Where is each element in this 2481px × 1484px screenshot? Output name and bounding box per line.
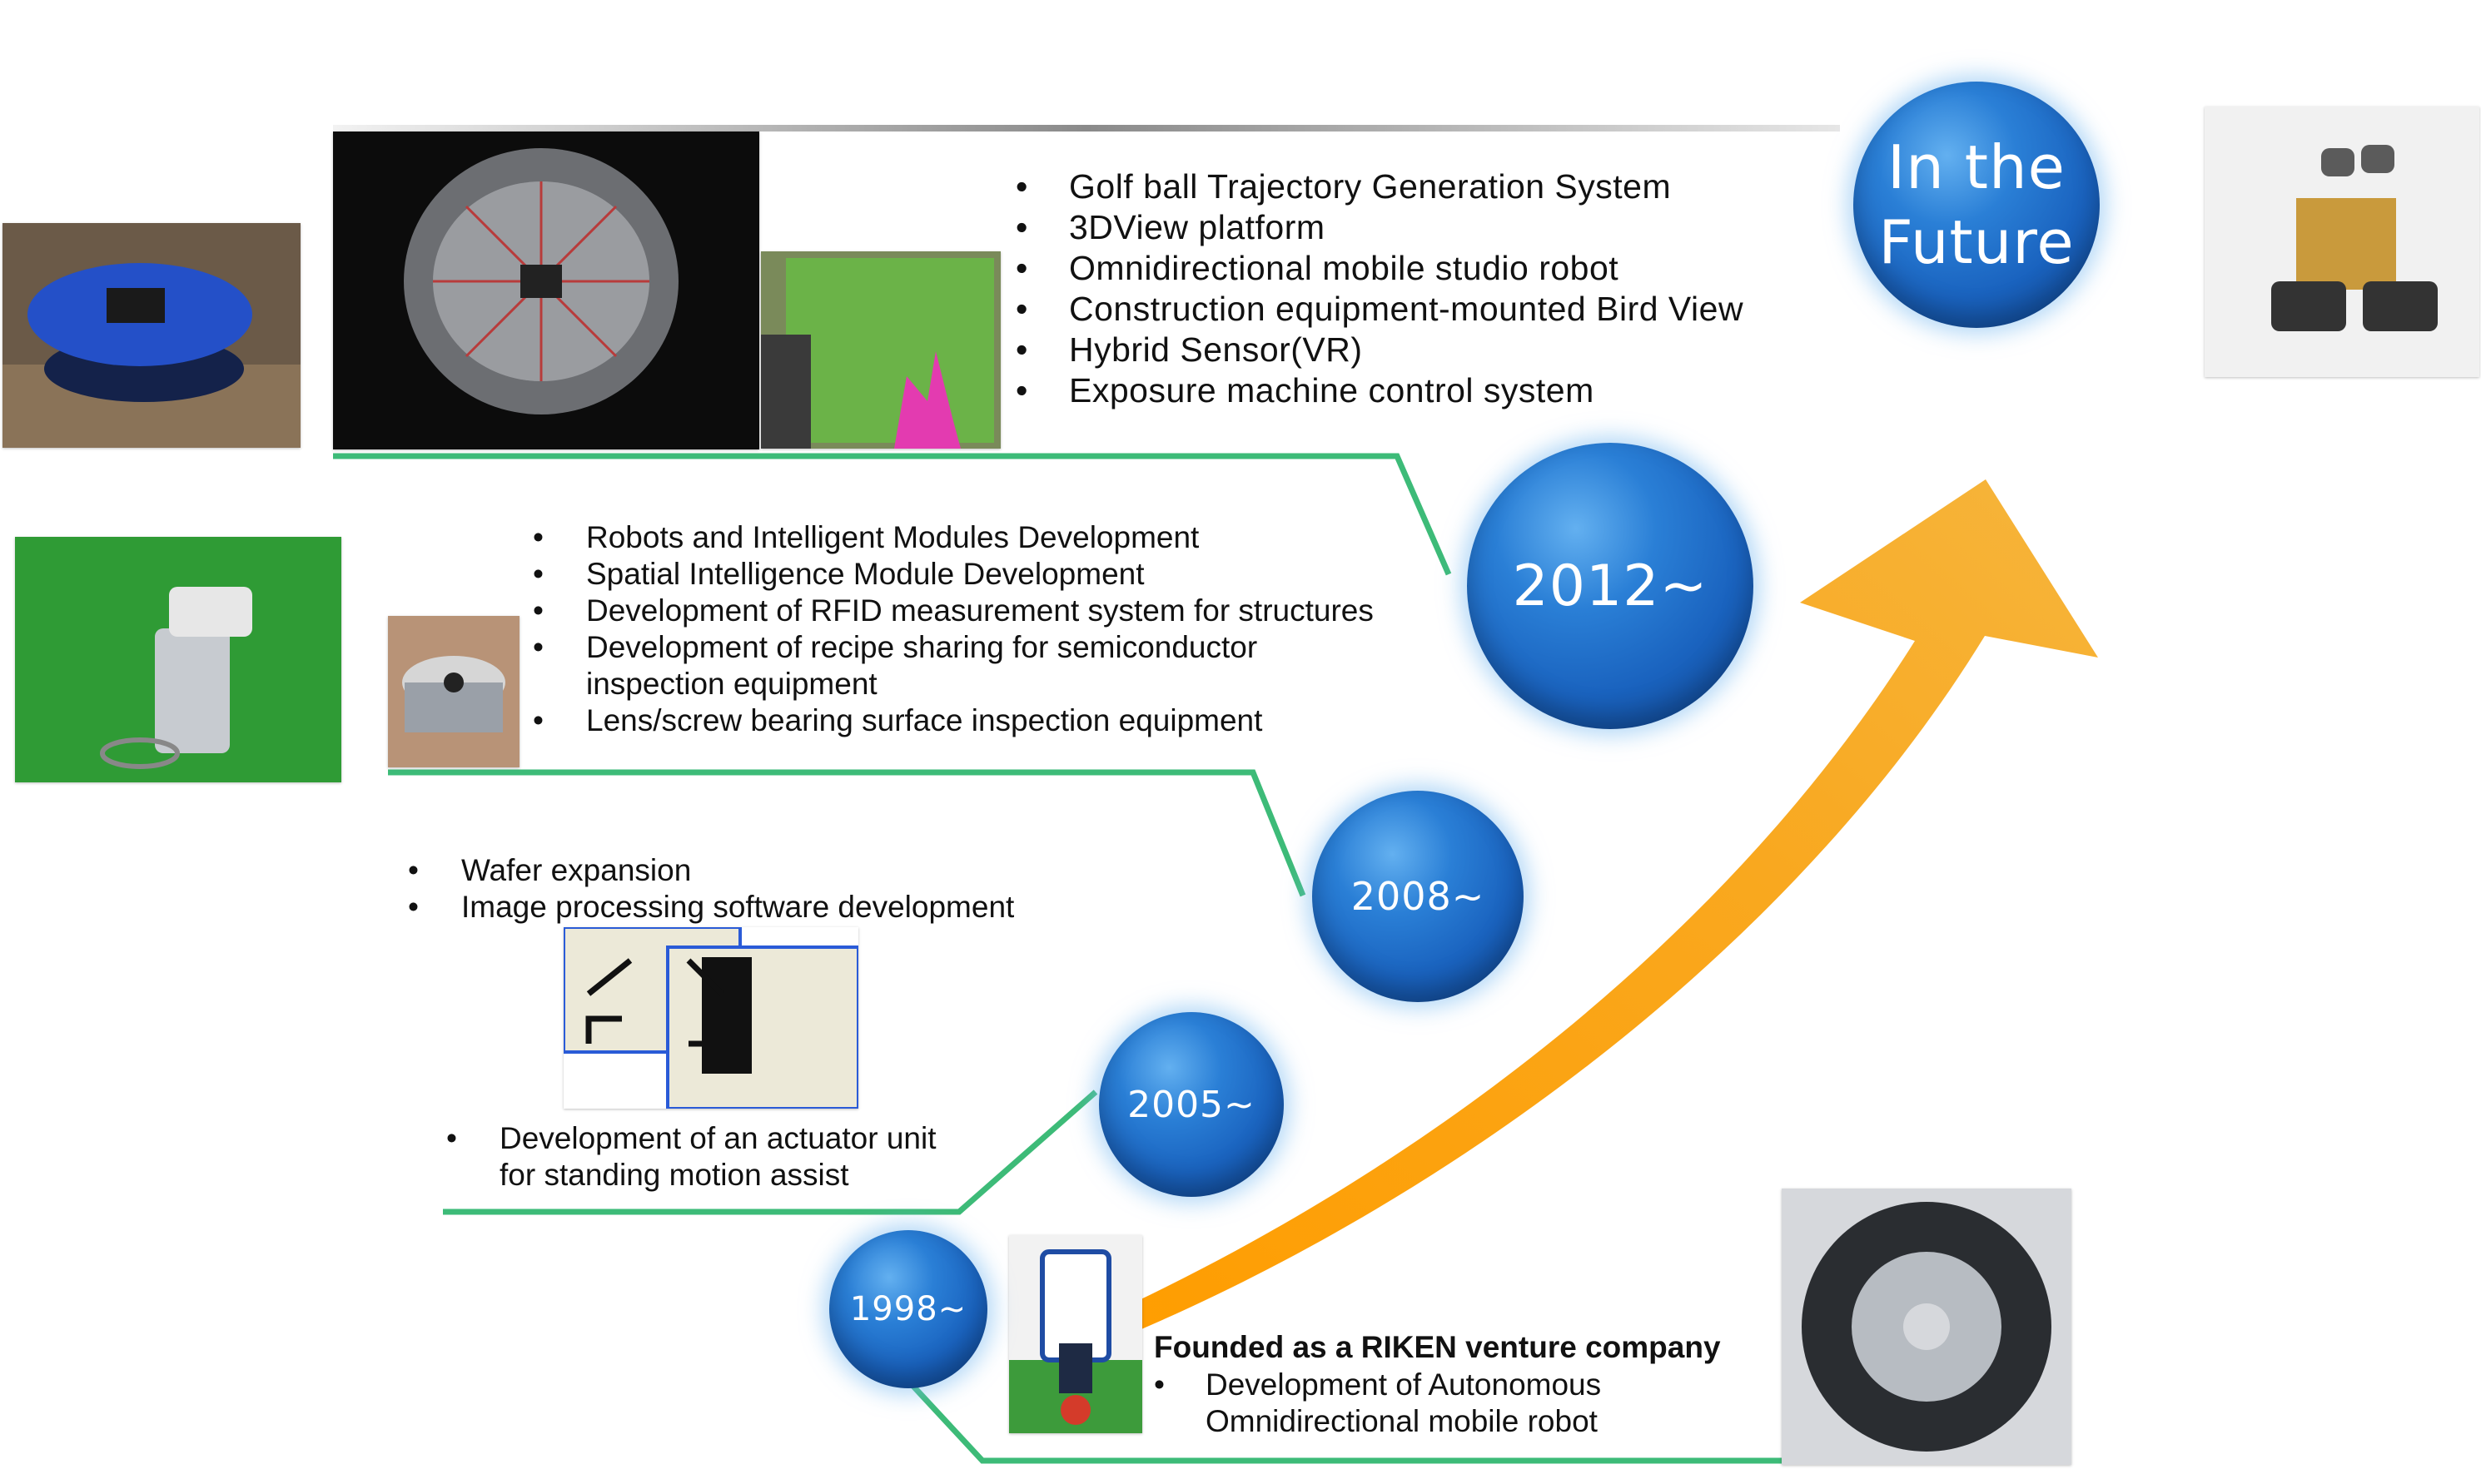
milestone-1998-lower-list: Development of Autonomous Omnidirectiona… <box>1154 1367 1601 1440</box>
list-item: Hybrid Sensor(VR) <box>1016 330 1743 370</box>
connector-2008 <box>388 769 1306 897</box>
milestone-2005-label: 2005~ <box>1127 1083 1255 1126</box>
milestone-2008-bubble: 2008~ <box>1312 791 1524 1002</box>
wall-e-robot-photo <box>2205 107 2479 377</box>
milestone-1998-bubble: 1998~ <box>829 1230 987 1388</box>
list-item: Development of an actuator unit for stan… <box>446 1120 937 1194</box>
octagon-robot-photo <box>388 616 520 767</box>
list-item: Construction equipment-mounted Bird View <box>1016 289 1743 330</box>
milestone-future-bubble: In the Future <box>1853 82 2100 328</box>
list-item: Spatial Intelligence Module Development <box>533 556 1374 593</box>
connector-2005 <box>443 1089 1098 1215</box>
milestone-1998-label: 1998~ <box>849 1290 967 1328</box>
list-item: Wafer expansion <box>408 852 1014 889</box>
milestone-1998-upper-list: Development of an actuator unit for stan… <box>446 1120 937 1194</box>
connector-2012 <box>333 453 1452 576</box>
milestone-2012-label: 2012~ <box>1512 553 1708 619</box>
list-item: Lens/screw bearing surface inspection eq… <box>533 702 1374 739</box>
list-item: Development of RFID measurement system f… <box>533 593 1374 629</box>
connector-1998 <box>905 1377 1788 1464</box>
milestone-2008-list: Robots and Intelligent Modules Developme… <box>533 519 1374 739</box>
sensor-unit-photo <box>15 537 341 782</box>
omni-wheel-photo <box>1782 1189 2071 1465</box>
list-item: Exposure machine control system <box>1016 370 1743 411</box>
milestone-2005-bubble: 2005~ <box>1099 1012 1284 1197</box>
top-gray-bar <box>333 125 1840 132</box>
list-item: Image processing software development <box>408 889 1014 926</box>
robot-platform-photo <box>2 223 301 448</box>
list-item: Golf ball Trajectory Generation System <box>1016 166 1743 207</box>
founded-title: Founded as a RIKEN venture company <box>1154 1330 1721 1364</box>
actuator-robot-photo <box>1009 1235 1142 1433</box>
fisheye-view-photo <box>333 132 759 449</box>
milestone-2012-bubble: 2012~ <box>1467 443 1753 729</box>
milestone-2008-label: 2008~ <box>1350 874 1485 919</box>
milestone-future-label-line2: Future <box>1878 207 2075 277</box>
list-item: Development of Autonomous Omnidirectiona… <box>1154 1367 1601 1440</box>
list-item: Omnidirectional mobile studio robot <box>1016 248 1743 289</box>
list-item: Robots and Intelligent Modules Developme… <box>533 519 1374 556</box>
milestone-2012-list: Golf ball Trajectory Generation System 3… <box>1016 166 1743 411</box>
growth-arrow <box>1107 479 2098 1332</box>
trajectory-plot-photo <box>761 251 1001 449</box>
software-screenshot <box>564 927 858 1109</box>
list-item: Development of recipe sharing for semico… <box>533 629 1374 702</box>
list-item: 3DView platform <box>1016 207 1743 248</box>
milestone-2005-list: Wafer expansion Image processing softwar… <box>408 852 1014 926</box>
milestone-future-label-line1: In the <box>1887 132 2066 202</box>
